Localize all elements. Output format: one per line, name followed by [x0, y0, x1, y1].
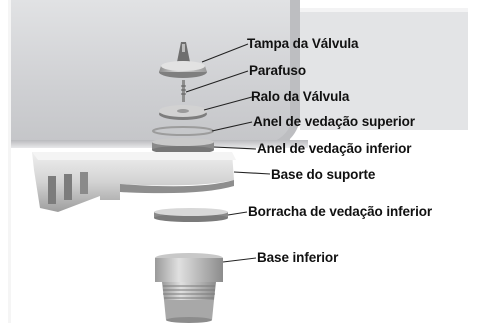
label-support-base: Base do suporte	[271, 167, 376, 182]
leader-support-base	[233, 171, 271, 175]
label-screw: Parafuso	[249, 63, 306, 78]
valve-strainer-part	[159, 105, 207, 120]
leader-lower-seal-ring	[213, 146, 257, 150]
label-valve-cap: Tampa da Válvula	[247, 36, 359, 51]
support-base-part	[32, 152, 236, 212]
leader-valve-cap	[201, 43, 249, 63]
screw-part	[181, 80, 186, 102]
lower-seal-rubber-part	[154, 208, 228, 222]
leader-lines	[185, 43, 271, 263]
lower-seal-ring-part	[152, 138, 214, 154]
leader-screw	[185, 70, 249, 93]
label-lower-base: Base inferior	[257, 250, 339, 265]
leader-lower-base	[222, 257, 257, 263]
label-lower-seal-ring: Anel de vedação inferior	[257, 141, 412, 156]
label-upper-seal-ring: Anel de vedação superior	[253, 114, 415, 129]
leader-valve-strainer	[203, 96, 253, 111]
lower-base-part	[155, 253, 223, 323]
label-valve-strainer: Ralo da Válvula	[251, 89, 350, 104]
label-lower-seal-rubber: Borracha de vedação inferior	[248, 204, 433, 219]
leader-upper-seal-ring	[211, 121, 253, 132]
valve-cap-part	[159, 42, 207, 78]
leader-lower-seal-rubber	[227, 211, 248, 216]
